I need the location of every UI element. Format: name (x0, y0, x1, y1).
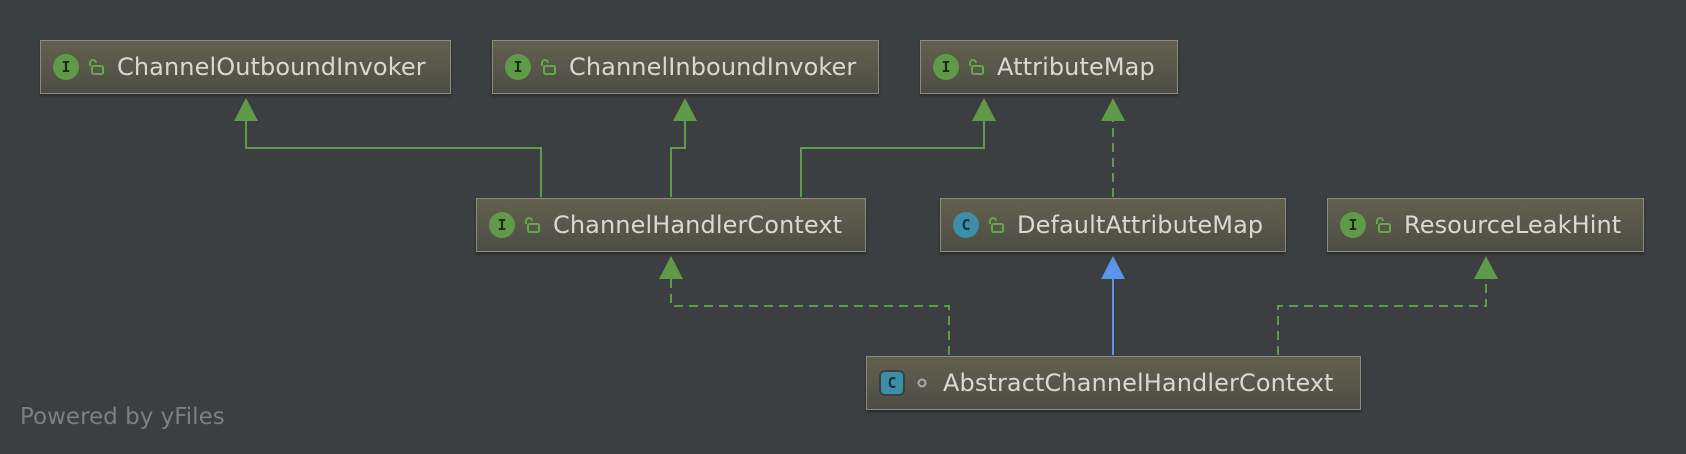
node-label: DefaultAttributeMap (1017, 211, 1264, 239)
node-channel-inbound-invoker[interactable]: I ChannelInboundInvoker (492, 40, 879, 94)
node-label: ChannelInboundInvoker (569, 53, 857, 81)
public-unlock-icon (525, 217, 540, 233)
interface-icon: I (933, 54, 959, 80)
edge-achc-to-chc (659, 256, 950, 355)
abstract-class-icon: C (879, 370, 905, 396)
public-unlock-icon (969, 59, 984, 75)
node-default-attribute-map[interactable]: C DefaultAttributeMap (940, 198, 1286, 252)
package-private-icon (917, 378, 927, 388)
node-attribute-map[interactable]: I AttributeMap (920, 40, 1178, 94)
edge-chc-to-inbound-invoker (670, 98, 697, 197)
node-label: AbstractChannelHandlerContext (943, 369, 1334, 397)
node-channel-outbound-invoker[interactable]: I ChannelOutboundInvoker (40, 40, 451, 94)
public-unlock-icon (89, 59, 104, 75)
interface-icon: I (489, 212, 515, 238)
public-unlock-icon (989, 217, 1004, 233)
node-channel-handler-context[interactable]: I ChannelHandlerContext (476, 198, 866, 252)
node-resource-leak-hint[interactable]: I ResourceLeakHint (1327, 198, 1644, 252)
node-abstract-channel-handler-context[interactable]: C AbstractChannelHandlerContext (866, 356, 1361, 410)
edge-achc-to-default-attribute-map (1101, 256, 1125, 355)
interface-icon: I (505, 54, 531, 80)
node-label: ChannelOutboundInvoker (117, 53, 426, 81)
interface-icon: I (53, 54, 79, 80)
edge-chc-to-outbound-invoker (234, 98, 542, 197)
powered-by-footer: Powered by yFiles (20, 404, 225, 430)
node-label: AttributeMap (997, 53, 1155, 81)
edge-default-attribute-map-to-attribute-map (1101, 98, 1125, 197)
edge-chc-to-attribute-map (800, 98, 996, 197)
node-label: ChannelHandlerContext (553, 211, 843, 239)
edge-achc-to-resource-leak-hint (1277, 256, 1498, 355)
public-unlock-icon (1376, 217, 1391, 233)
class-icon: C (953, 212, 979, 238)
public-unlock-icon (541, 59, 556, 75)
node-label: ResourceLeakHint (1404, 211, 1622, 239)
interface-icon: I (1340, 212, 1366, 238)
